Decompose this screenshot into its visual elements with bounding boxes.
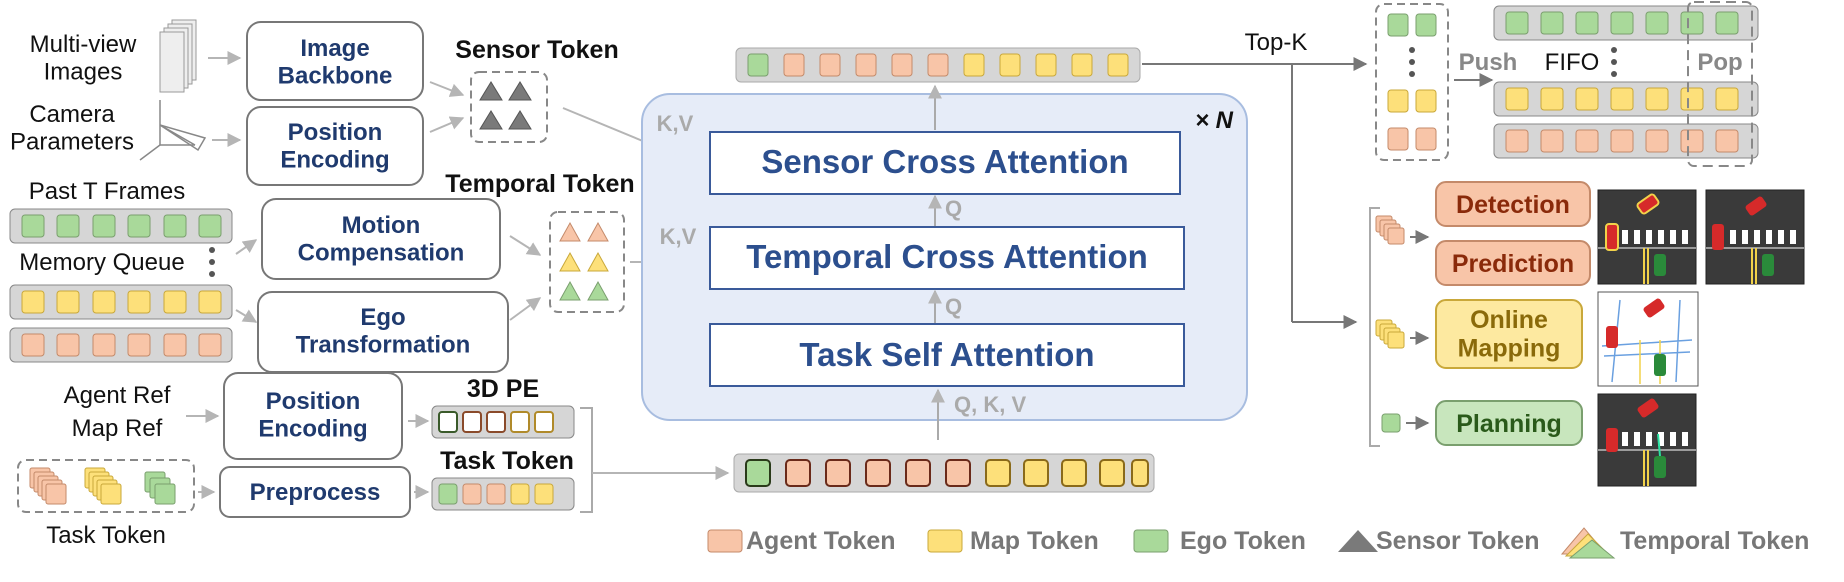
pe-3d-title: 3D PE [467, 375, 539, 403]
past-frames-label: Past T Frames [29, 178, 186, 205]
online-mapping-box [1435, 299, 1583, 369]
sensor-cross-attention-label: Sensor Cross Attention [761, 143, 1128, 180]
task-token-caption: Task Token [46, 522, 166, 549]
prediction-label: Prediction [1452, 250, 1574, 278]
sensor-token-title: Sensor Token [455, 36, 618, 64]
output-token-row [735, 47, 1141, 83]
past-frames-ego-queue [9, 208, 233, 244]
fifo-dots [1611, 47, 1617, 77]
image-backbone-box [246, 21, 424, 101]
agent-ref-label: Agent Ref [64, 382, 171, 409]
legend: Agent Token Map Token Ego Token Sensor T… [707, 527, 1809, 559]
map-head-icon [1375, 319, 1405, 349]
position-encoding-box-1 [246, 106, 424, 186]
heads-bracket [1369, 207, 1380, 447]
pop-label: Pop [1697, 49, 1742, 76]
pe-3d-tokens [431, 405, 575, 439]
legend-agent-label: Agent Token [746, 527, 896, 555]
fifo-label: FIFO [1545, 49, 1600, 76]
task-token-row [431, 477, 575, 511]
map-ref-label: Map Ref [72, 415, 163, 442]
task-self-attention-label: Task Self Attention [799, 336, 1094, 373]
sensor-token-group [470, 71, 548, 143]
task-self-attention-box [709, 323, 1185, 387]
memory-queue-ego-out [1493, 5, 1759, 41]
camera-axes-icon [139, 100, 207, 161]
memory-queue-map [9, 284, 233, 320]
position-encoding-box-2 [223, 372, 403, 460]
legend-map-swatch [927, 529, 963, 553]
sensor-cross-attention-box [709, 131, 1181, 195]
memory-queue-agent [9, 327, 233, 363]
merge-bracket [580, 407, 593, 513]
temporal-token-title: Temporal Token [445, 170, 634, 198]
preprocess-label: Preprocess [250, 479, 381, 506]
prediction-scene-image [1705, 189, 1805, 285]
detection-scene-image [1597, 189, 1697, 285]
task-token-title: Task Token [440, 447, 574, 475]
task-token-stacks [29, 467, 176, 505]
detection-box [1435, 181, 1591, 227]
memory-queue-label: Memory Queue [19, 249, 184, 276]
ego-head-icon [1381, 413, 1401, 433]
push-label: Push [1459, 49, 1518, 76]
pop-region [1687, 1, 1753, 167]
mapping-scene-image [1597, 291, 1699, 387]
legend-map-label: Map Token [970, 527, 1099, 555]
q1-label: Q [945, 196, 962, 221]
top-k-label: Top-K [1245, 29, 1308, 56]
planning-label: Planning [1456, 410, 1562, 438]
legend-sensor-swatch [1338, 530, 1378, 552]
qkv-label: Q, K, V [954, 392, 1026, 417]
motion-compensation-box [261, 198, 501, 280]
memory-queue-agent-out [1493, 123, 1759, 159]
legend-temporal-swatch [1560, 527, 1616, 559]
q2-label: Q [945, 294, 962, 319]
planning-scene-image [1597, 393, 1697, 487]
prediction-box [1435, 240, 1591, 286]
kv-sensor-label: K,V [657, 111, 694, 136]
input-token-row [733, 453, 1155, 493]
legend-agent-swatch [707, 529, 743, 553]
memory-queue-dots [209, 247, 215, 277]
legend-temporal-label: Temporal Token [1620, 527, 1809, 555]
top-k-selected-tokens [1387, 13, 1437, 151]
agent-head-icon [1375, 215, 1405, 245]
legend-sensor-label: Sensor Token [1376, 527, 1539, 555]
preprocess-box [219, 466, 411, 518]
repeat-n-label: × N [1195, 107, 1234, 134]
temporal-cross-attention-box [709, 226, 1185, 290]
top-k-selected-group [1375, 3, 1449, 161]
kv-temporal-label: K,V [660, 224, 697, 249]
sensor-token-triangles [479, 81, 532, 130]
legend-ego-swatch [1133, 529, 1169, 553]
temporal-cross-attention-label: Temporal Cross Attention [746, 238, 1148, 275]
legend-ego-label: Ego Token [1180, 527, 1306, 555]
detection-label: Detection [1456, 191, 1570, 219]
planning-box [1435, 400, 1583, 446]
multi-view-images-icon [159, 19, 197, 93]
temporal-token-triangles [559, 221, 609, 301]
memory-queue-map-out [1493, 81, 1759, 117]
